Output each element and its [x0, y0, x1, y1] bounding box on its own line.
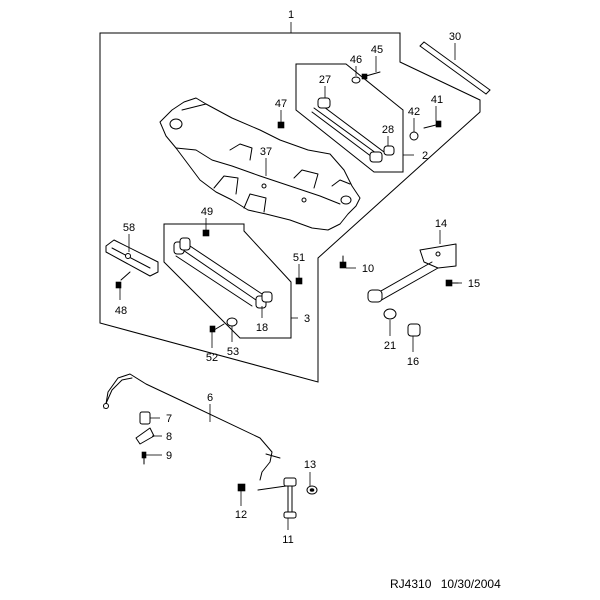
callout-30: 30	[449, 31, 461, 43]
drawing-date: 10/30/2004	[440, 577, 501, 591]
callout-18: 18	[256, 322, 268, 334]
nut-12	[237, 483, 246, 492]
callout-28: 28	[382, 124, 394, 136]
callout-13: 13	[304, 459, 316, 471]
callout-45: 45	[371, 44, 383, 56]
callout-12: 12	[235, 509, 247, 521]
lower-arm-3	[173, 237, 273, 309]
bolt-10	[339, 255, 347, 269]
callout-10: 10	[362, 263, 374, 275]
callout-37: 37	[260, 146, 272, 158]
stabilizer-link-11	[257, 477, 297, 519]
assembly-frame-1	[99, 32, 481, 383]
bolt-48	[115, 271, 131, 289]
callout-15: 15	[468, 278, 480, 290]
bracket-8	[135, 427, 155, 445]
callout-47: 47	[275, 98, 287, 110]
bolt-52	[209, 323, 225, 333]
callout-8: 8	[166, 431, 172, 443]
upper-arm-2	[311, 97, 395, 163]
clamp-7	[139, 411, 151, 425]
bolt-9	[141, 451, 147, 465]
callout-27: 27	[319, 74, 331, 86]
callout-16: 16	[407, 356, 419, 368]
drawing-code: RJ4310	[390, 577, 432, 591]
callout-52: 52	[206, 352, 218, 364]
leader-lines	[119, 22, 462, 530]
callout-6: 6	[207, 392, 213, 404]
rubber-strip-30	[419, 41, 491, 95]
bolt-41	[423, 120, 442, 129]
callouts: 1 30 45 46 27 47 42 41 28 2 37 49 58 51 …	[115, 9, 480, 546]
bracket-58	[105, 239, 159, 277]
callout-58: 58	[123, 222, 135, 234]
trailing-link-14	[367, 243, 457, 303]
callout-3: 3	[304, 313, 310, 325]
washer-42	[409, 131, 419, 141]
drawing-reference: RJ4310 10/30/2004	[390, 577, 507, 591]
callout-9: 9	[166, 450, 172, 462]
callout-46: 46	[350, 54, 362, 66]
crossmember-37	[159, 97, 361, 231]
subgroup-frame-2	[295, 63, 404, 173]
callout-49: 49	[201, 206, 213, 218]
callout-11: 11	[282, 534, 293, 546]
callout-1: 1	[288, 9, 294, 21]
callout-2: 2	[422, 150, 428, 162]
nut-49	[202, 229, 210, 237]
callout-42: 42	[408, 106, 420, 118]
washer-53	[226, 317, 238, 327]
callout-7: 7	[166, 413, 172, 425]
subgroup-frame-3	[163, 223, 292, 339]
callout-41: 41	[431, 94, 443, 106]
bushing-21	[383, 308, 397, 320]
stabilizer-bar-6	[103, 373, 281, 481]
bolt-45	[361, 71, 381, 80]
callout-48: 48	[115, 305, 127, 317]
bushing-16	[407, 323, 421, 337]
washer-46	[351, 76, 361, 84]
bushing-13	[306, 485, 318, 495]
nut-47	[277, 121, 285, 129]
callout-14: 14	[435, 218, 447, 230]
callout-51: 51	[293, 252, 305, 264]
callout-53: 53	[227, 346, 239, 358]
nut-51	[295, 277, 303, 285]
callout-21: 21	[384, 340, 396, 352]
